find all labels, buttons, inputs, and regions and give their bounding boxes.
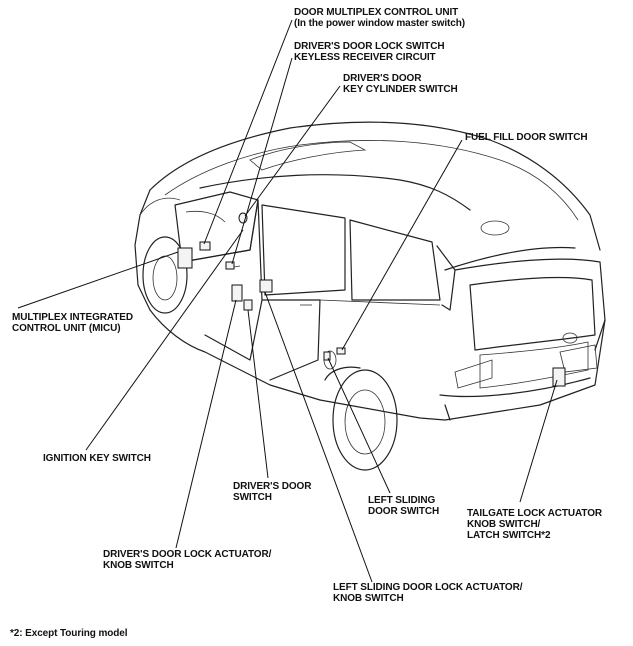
- leader-fuel-fill: [341, 139, 463, 351]
- footnote: *2: Except Touring model: [10, 628, 128, 639]
- label-key-cylinder-2: KEY CYLINDER SWITCH: [343, 84, 458, 95]
- lock-actuator-part: [231, 284, 243, 302]
- leader-door-multiplex: [203, 19, 293, 245]
- sliding-actuator-part: [259, 279, 273, 293]
- door-multiplex-part: [199, 241, 211, 251]
- leader-micu: [17, 251, 179, 309]
- label-lock-actuator-2: KNOB SWITCH: [103, 560, 174, 571]
- sliding-switch-part: [323, 351, 331, 361]
- label-door-multiplex-1: DOOR MULTIPLEX CONTROL UNIT: [294, 7, 458, 18]
- label-tailgate-2: KNOB SWITCH/: [467, 519, 541, 530]
- callout-labels: DOOR MULTIPLEX CONTROL UNIT (In the powe…: [10, 7, 603, 639]
- label-door-multiplex-2: (In the power window master switch): [294, 18, 465, 29]
- leader-lines: [17, 19, 558, 583]
- leader-lock-switch: [231, 57, 293, 265]
- label-micu-2: CONTROL UNIT (MICU): [12, 323, 120, 334]
- leader-sliding-switch: [327, 357, 391, 494]
- label-lock-switch-2: KEYLESS RECEIVER CIRCUIT: [294, 52, 436, 63]
- van-illustration: [134, 121, 606, 471]
- label-sliding-actuator-1: LEFT SLIDING DOOR LOCK ACTUATOR/: [333, 582, 523, 593]
- label-ignition-key: IGNITION KEY SWITCH: [43, 453, 151, 464]
- label-tailgate-3: LATCH SWITCH*2: [467, 530, 551, 541]
- label-key-cylinder-1: DRIVER'S DOOR: [343, 73, 422, 84]
- fuel-switch-part: [336, 347, 346, 355]
- label-sliding-actuator-2: KNOB SWITCH: [333, 593, 404, 604]
- label-sliding-switch-2: DOOR SWITCH: [368, 506, 439, 517]
- label-door-switch-2: SWITCH: [233, 492, 272, 503]
- label-lock-switch-1: DRIVER'S DOOR LOCK SWITCH: [294, 41, 444, 52]
- lock-switch-part: [225, 261, 235, 270]
- leader-key-cylinder: [244, 85, 341, 217]
- label-door-switch-1: DRIVER'S DOOR: [233, 481, 312, 492]
- door-switch-part: [243, 299, 253, 311]
- label-sliding-switch-1: LEFT SLIDING: [368, 495, 435, 506]
- leader-ignition: [85, 229, 244, 451]
- label-lock-actuator-1: DRIVER'S DOOR LOCK ACTUATOR/: [103, 549, 272, 560]
- leader-sliding-actuator: [264, 291, 373, 583]
- tailgate-part: [552, 367, 566, 387]
- label-tailgate-1: TAILGATE LOCK ACTUATOR: [467, 508, 603, 519]
- leader-lock-actuator: [175, 299, 237, 549]
- leader-door-switch: [247, 309, 269, 479]
- label-micu-1: MULTIPLEX INTEGRATED: [12, 312, 133, 323]
- micu-part: [177, 247, 193, 269]
- label-fuel-fill: FUEL FILL DOOR SWITCH: [465, 132, 588, 143]
- leader-tailgate: [519, 379, 558, 503]
